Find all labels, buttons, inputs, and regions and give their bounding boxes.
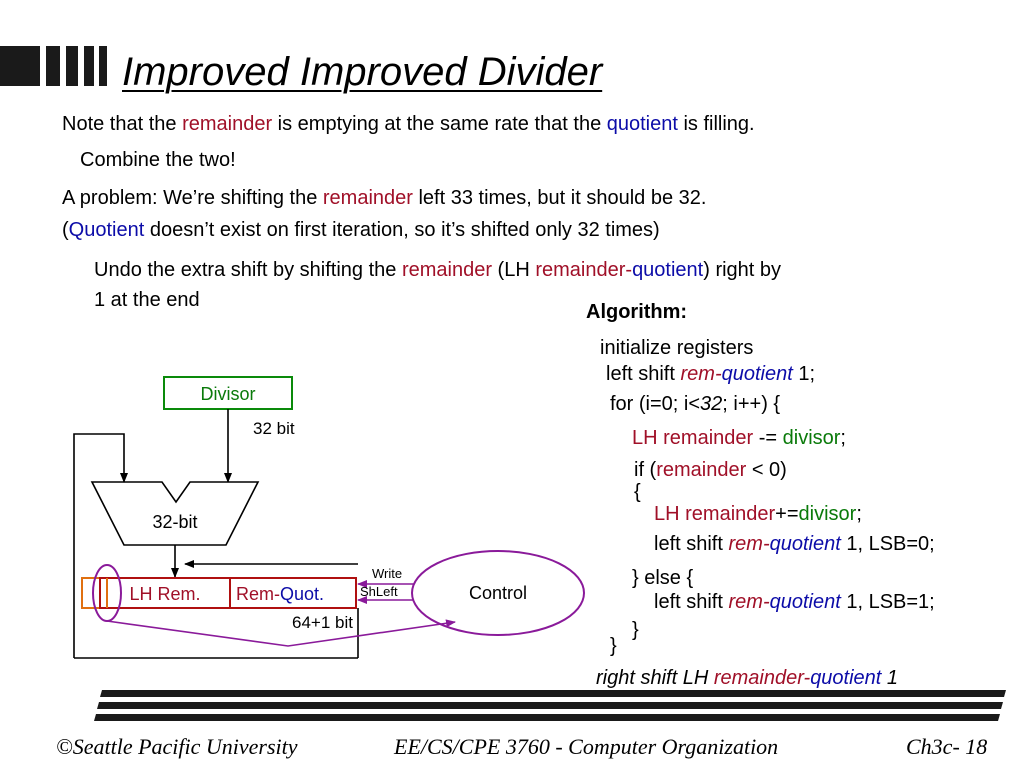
control-unit — [411, 550, 585, 636]
algo-if-remainder: remainder — [656, 459, 747, 481]
algo-right-shift: right shift LH remainder-quotient 1 — [596, 666, 898, 690]
note-text-3: is filling. — [677, 113, 755, 135]
algo-ls1-quotient: quotient — [721, 363, 793, 385]
feedback-path — [73, 433, 128, 658]
algo-for-text-a: for (i=0; i< — [610, 393, 701, 415]
algo-ls1b-quotient: quotient — [769, 591, 841, 613]
note-line: Note that the remainder is emptying at t… — [62, 112, 755, 136]
undo-text-3: ) right by — [703, 259, 782, 281]
algo-left-shift-1: left shift rem-quotient 1; — [606, 362, 815, 386]
algo-ls1b-dash: - — [762, 591, 770, 613]
algo-ls1b-text: left shift — [654, 591, 729, 613]
note-quotient: quotient — [606, 113, 678, 135]
msb-to-control-path — [106, 619, 456, 647]
shleft-label: ShLeft — [360, 584, 398, 599]
algo-sub-semi: ; — [840, 427, 846, 449]
algo-restore-divisor: divisor — [798, 503, 857, 525]
bits-65-label: 64+1 bit — [292, 613, 353, 632]
rem-quot-dash: - — [274, 584, 280, 604]
algo-for-loop: for (i=0; i<32; i++) { — [610, 392, 780, 416]
algo-sub-lh: LH — [632, 427, 664, 449]
undo-quotient: quotient — [632, 259, 704, 281]
footer-course: EE/CS/CPE 3760 - Computer Organization — [394, 734, 779, 759]
problem-quotient: Quotient — [68, 219, 145, 241]
problem-line-1: A problem: We’re shifting the remainder … — [62, 186, 706, 210]
write-label: Write — [372, 566, 402, 581]
algo-if-text-a: if ( — [634, 459, 657, 481]
rem-part: Rem — [236, 584, 274, 604]
algo-brace-close-inner: } — [632, 619, 639, 641]
algo-sub-remainder: remainder — [663, 427, 754, 449]
algo-sub-divisor: divisor — [782, 427, 841, 449]
algo-rs-dash: - — [803, 667, 811, 689]
algo-ls1b-rem: rem — [728, 591, 763, 613]
undo-line-2: 1 at the end — [94, 289, 200, 311]
algo-sub-op: -= — [753, 427, 783, 449]
algo-ls1-text: left shift — [606, 363, 681, 385]
algo-init: initialize registers — [600, 337, 754, 359]
alu-label: 32-bit — [152, 512, 197, 532]
algo-for-text-b: ; i++) { — [722, 393, 781, 415]
rem-quot-register — [229, 577, 357, 609]
control-label: Control — [469, 583, 527, 603]
algo-if: if (remainder < 0) — [634, 458, 787, 482]
algo-left-shift-lsb0: left shift rem-quotient 1, LSB=0; — [654, 532, 935, 556]
undo-text-2: (LH — [492, 259, 536, 281]
algo-rs-quotient: quotient — [810, 667, 882, 689]
alu-shape — [90, 481, 260, 546]
undo-line-1: Undo the extra shift by shifting the rem… — [94, 258, 781, 282]
algo-rs-one: 1 — [881, 667, 899, 689]
undo-text-1: Undo the extra shift by shifting the — [94, 259, 402, 281]
algo-ls0-dash: - — [762, 533, 770, 555]
algo-rs-text: right shift LH — [596, 667, 714, 689]
quot-part: Quot. — [280, 584, 324, 604]
algo-ls0-quotient: quotient — [769, 533, 841, 555]
algo-ls1-dash: - — [714, 363, 722, 385]
bits-32-label: 32 bit — [253, 419, 295, 438]
divisor-label: Divisor — [200, 384, 255, 404]
undo-remainder-2: remainder — [535, 259, 626, 281]
algo-for-32: 32 — [700, 393, 723, 415]
algo-restore-op: += — [775, 503, 799, 525]
problem-text-2: left 33 times, but it should be 32. — [412, 187, 707, 209]
algo-restore: LH remainder+=divisor; — [654, 502, 862, 526]
algo-restore-lh: LH — [654, 503, 686, 525]
algo-restore-semi: ; — [856, 503, 862, 525]
algo-ls0-text: left shift — [654, 533, 729, 555]
problem-text-3: doesn’t exist on first iteration, so it’… — [144, 219, 660, 241]
note-text-1: Note that the — [62, 113, 183, 135]
algo-brace-close-outer: } — [610, 635, 617, 657]
undo-remainder: remainder — [401, 259, 492, 281]
algorithm-heading: Algorithm: — [586, 301, 688, 323]
problem-line-2: (Quotient doesn’t exist on first iterati… — [62, 218, 660, 242]
combine-line: Combine the two! — [80, 149, 236, 171]
algo-subtract: LH remainder -= divisor; — [632, 426, 846, 450]
algo-brace-open: { — [634, 481, 641, 503]
algo-ls1-rem: rem — [680, 363, 715, 385]
problem-remainder: remainder — [322, 187, 413, 209]
algo-else: } else { — [632, 567, 694, 589]
algo-ls0-rem: rem — [728, 533, 763, 555]
algo-rs-remainder: remainder — [713, 667, 804, 689]
footer-university: ©Seattle Pacific University — [56, 734, 298, 759]
problem-paren: ( — [62, 219, 69, 241]
note-text-2: is emptying at the same rate that the — [272, 113, 607, 135]
algo-ls1b-lsb: 1, LSB=1; — [840, 591, 935, 613]
problem-text-1: A problem: We’re shifting the — [62, 187, 323, 209]
note-remainder: remainder — [182, 113, 273, 135]
rem-quot-label: Rem-Quot. — [236, 584, 324, 604]
undo-dash: - — [625, 259, 633, 281]
lh-rem-label: LH Rem. — [129, 584, 200, 604]
algo-restore-remainder: remainder — [685, 503, 776, 525]
page-title: Improved Improved Divider — [122, 50, 603, 94]
algo-ls0-lsb: 1, LSB=0; — [840, 533, 935, 555]
algo-left-shift-lsb1: left shift rem-quotient 1, LSB=1; — [654, 590, 935, 614]
algo-ls1-one: 1; — [792, 363, 816, 385]
footer-page-number: Ch3c- 18 — [906, 734, 988, 759]
algo-if-text-b: < 0) — [746, 459, 787, 481]
